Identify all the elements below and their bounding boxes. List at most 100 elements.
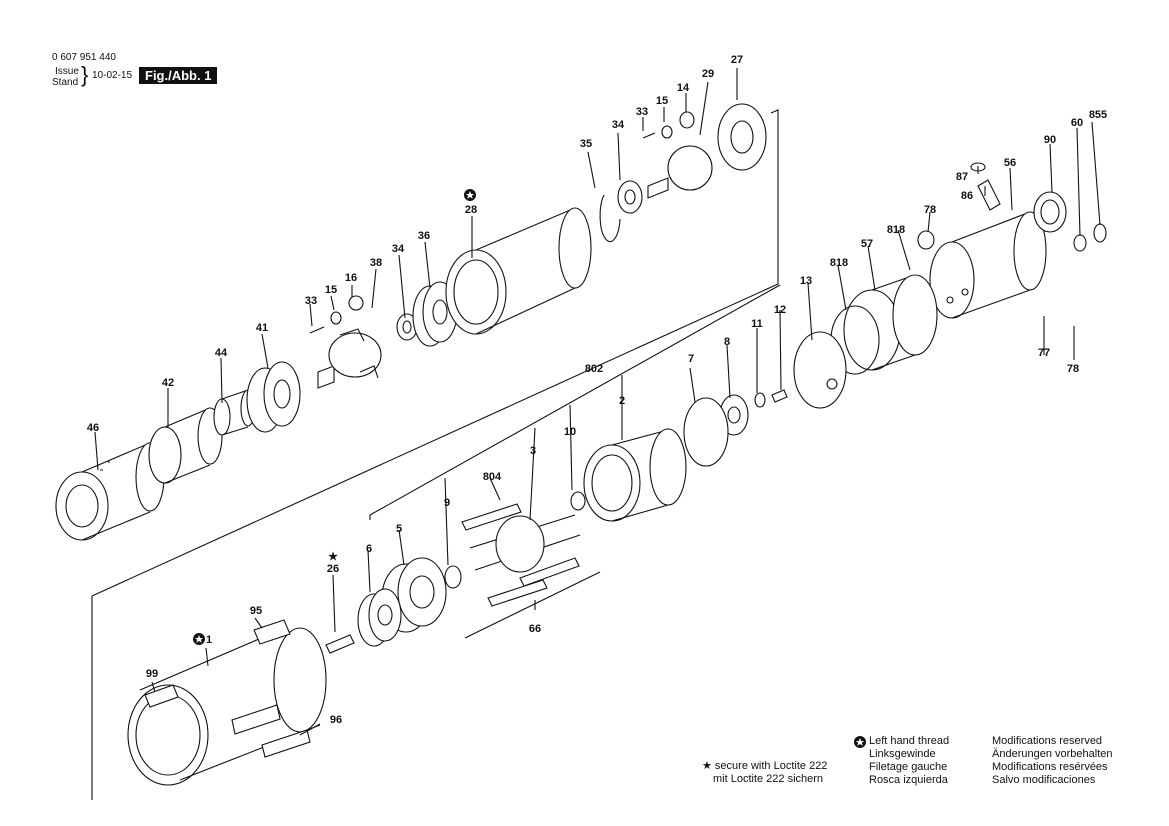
callout-804: 804 — [483, 471, 502, 483]
callout-15b: 15 — [325, 284, 337, 296]
gear-housing-28 — [445, 207, 592, 335]
thread-legend: Left hand thread Linksgewinde Filetage g… — [869, 735, 949, 787]
callout-10: 10 — [564, 426, 576, 438]
label-96 — [231, 704, 311, 758]
modifications-line-2: Änderungen vorbehalten — [992, 748, 1113, 760]
modifications-legend: Modifications reserved Änderungen vorbeh… — [992, 735, 1112, 787]
figure-label: Fig./Abb. 1 — [139, 67, 218, 84]
callout-66: 66 — [529, 623, 541, 635]
modifications-line-1: Modifications reserved — [992, 735, 1103, 747]
callout-78: 78 — [924, 204, 936, 216]
loctite-star-26: ★ — [328, 551, 338, 563]
washer-27 — [717, 103, 767, 171]
washer-34-top — [617, 180, 643, 214]
thread-line-1: Left hand thread — [869, 735, 950, 747]
callout-38: 38 — [370, 257, 382, 269]
callout-33b: 33 — [305, 295, 317, 307]
bearing-6 — [357, 588, 402, 647]
sleeve-57 — [843, 274, 938, 371]
needle-15-top — [661, 125, 673, 139]
housing-56 — [929, 211, 1047, 319]
callout-802: 802 — [585, 363, 603, 375]
end-plate-13 — [793, 331, 847, 409]
callout-96: 96 — [330, 714, 342, 726]
callout-36: 36 — [418, 230, 430, 242]
bearing-36 — [412, 281, 458, 347]
label-95 — [253, 619, 291, 645]
callout-99: 99 — [146, 668, 158, 680]
callout-77: 77 — [1038, 347, 1050, 359]
callout-57: 57 — [861, 238, 873, 250]
housing-1 — [127, 627, 327, 786]
gear-60 — [1073, 234, 1087, 252]
callout-7: 7 — [688, 353, 694, 365]
modifications-line-4: Salvo modificaciones — [992, 774, 1096, 786]
callout-16: 16 — [345, 272, 357, 284]
label-99 — [144, 684, 179, 708]
pin-66 — [464, 571, 601, 639]
loctite-line-2: mit Loctite 222 sichern — [713, 773, 824, 785]
callout-3: 3 — [530, 445, 536, 457]
end-plate-7 — [683, 397, 729, 467]
circlip-35 — [599, 194, 621, 243]
callout-78b: 78 — [1067, 363, 1079, 375]
callout-855: 855 — [1089, 109, 1107, 121]
rotor-3 — [469, 514, 581, 573]
end-housing-46 — [55, 442, 165, 541]
callout-818b: 818 — [830, 257, 848, 269]
callout-90: 90 — [1044, 134, 1056, 146]
callout-8: 8 — [724, 336, 730, 348]
planet-carrier-38 — [317, 328, 382, 389]
brace-glyph: } — [81, 62, 89, 87]
callout-44: 44 — [215, 347, 228, 359]
needle-15 — [330, 311, 342, 325]
left-thread-symbol-legend — [854, 736, 866, 748]
cylinder-2 — [583, 428, 687, 522]
callout-42: 42 — [162, 377, 174, 389]
gear-14 — [679, 111, 695, 129]
callout-41: 41 — [256, 322, 268, 334]
callout-1: 1 — [206, 634, 212, 646]
thread-line-2: Linksgewinde — [869, 748, 936, 760]
screw-12 — [771, 389, 788, 403]
washer-11 — [754, 392, 766, 408]
callout-15: 15 — [656, 95, 668, 107]
callout-11: 11 — [751, 318, 763, 330]
pin-33-top — [642, 132, 656, 139]
stand-label: Stand — [52, 77, 79, 88]
callout-46: 46 — [87, 422, 99, 434]
callout-86: 86 — [961, 190, 973, 202]
left-thread-symbol-1 — [193, 633, 205, 645]
loctite-legend: ★ secure with Loctite 222 mit Loctite 22… — [702, 760, 827, 786]
screw-86 — [977, 179, 1001, 211]
callout-56: 56 — [1004, 157, 1016, 169]
part-number: 0 607 951 440 — [52, 52, 116, 63]
callout-95: 95 — [250, 605, 262, 617]
callout-26: 26 — [327, 563, 339, 575]
callout-12: 12 — [774, 304, 786, 316]
frame-line-upper — [91, 109, 779, 597]
pinion-26 — [325, 634, 355, 654]
thread-line-3: Filetage gauche — [869, 761, 948, 773]
callout-14: 14 — [677, 82, 690, 94]
left-thread-symbol-28 — [464, 189, 476, 201]
nut-78-top — [917, 230, 935, 250]
callout-35: 35 — [580, 138, 592, 150]
frame-line-mid — [369, 284, 781, 520]
callout-9: 9 — [444, 497, 450, 509]
plug-90 — [1033, 191, 1067, 233]
callout-29: 29 — [702, 68, 714, 80]
callout-33: 33 — [636, 106, 648, 118]
vanes-804 — [461, 503, 580, 607]
sleeve-42 — [148, 407, 223, 484]
issue-label: Issue — [55, 66, 79, 77]
callout-87: 87 — [956, 171, 968, 183]
loctite-line-1: ★ secure with Loctite 222 — [702, 760, 828, 772]
modifications-line-3: Modifications resérvées — [992, 761, 1108, 773]
thread-line-4: Rosca izquierda — [869, 774, 948, 786]
oring-10 — [570, 491, 586, 511]
callout-2: 2 — [619, 395, 625, 407]
planet-carrier-29 — [647, 145, 713, 199]
callout-60: 60 — [1071, 117, 1083, 129]
